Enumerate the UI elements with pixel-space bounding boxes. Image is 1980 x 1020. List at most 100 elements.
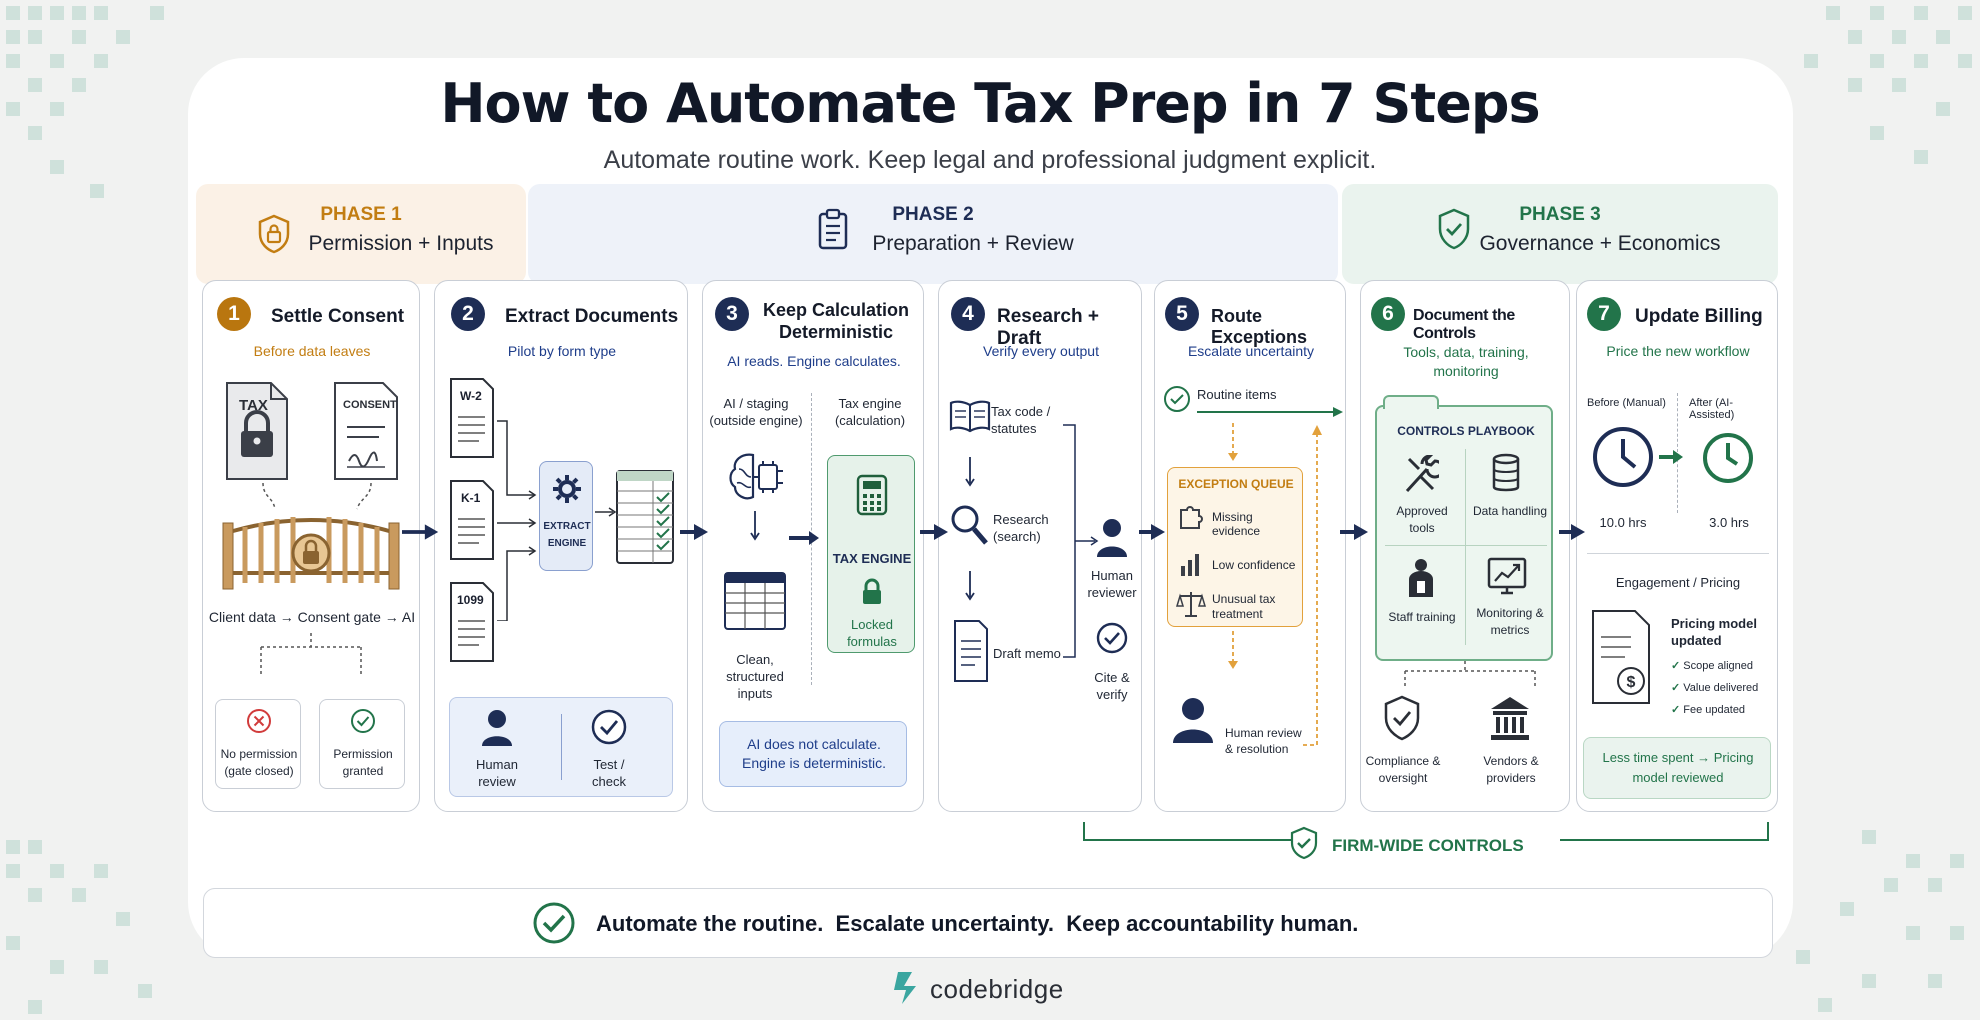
- phase-1-desc: Permission + Inputs: [308, 232, 494, 255]
- fee-updated-label: Fee updated: [1683, 704, 1746, 716]
- playbook-title: CONTROLS PLAYBOOK: [1397, 424, 1535, 438]
- exception-queue-box: EXCEPTION QUEUE Missing evidence Low con…: [1167, 467, 1303, 627]
- form-1099-icon: [450, 582, 494, 662]
- check-item-1: ✓ Scope aligned: [1671, 659, 1753, 672]
- step-3-number: 3: [715, 297, 749, 331]
- brand-name: codebridge: [930, 974, 1064, 1004]
- permission-granted-label: Permission granted: [333, 747, 393, 778]
- arrow-6-7: [1559, 524, 1585, 540]
- phase-2-header: PHASE 2 Preparation + Review: [528, 184, 1338, 284]
- extract-engine-box: EXTRACT ENGINE: [539, 461, 593, 571]
- human-reviewer-label: Human reviewer: [1087, 568, 1137, 600]
- clock-before-icon: [1593, 427, 1653, 487]
- step-7-title: Update Billing: [1635, 306, 1763, 327]
- person-icon: [1173, 698, 1213, 743]
- phase-1-header: PHASE 1 Permission + Inputs: [196, 184, 526, 284]
- grid-h-divider: [1385, 545, 1547, 546]
- to-reviewer-arrow: [1075, 536, 1099, 546]
- pricing-model-label: Pricing model updated: [1671, 616, 1757, 648]
- firm-wide-controls-label: FIRM-WIDE CONTROLS: [1332, 836, 1524, 855]
- form-k1-icon: [450, 480, 494, 560]
- x-circle-icon: [247, 709, 271, 733]
- draft-memo-label: Draft memo: [993, 646, 1061, 661]
- step-5-number: 5: [1165, 297, 1199, 331]
- before-value: 10.0 hrs: [1599, 515, 1647, 530]
- step-2-card: 2 Extract Documents Pilot by form type W…: [434, 280, 688, 812]
- footer-banner: Automate the routine. Escalate uncertain…: [203, 888, 1773, 958]
- svg-text:$: $: [1627, 674, 1636, 691]
- human-review-label: Human review: [476, 757, 518, 789]
- tax-doc-label: TAX: [239, 397, 268, 414]
- lock-icon: [863, 578, 881, 604]
- section-divider: [1587, 553, 1769, 554]
- before-label: Before (Manual): [1587, 397, 1666, 409]
- vendors-label: Vendors & providers: [1483, 754, 1539, 785]
- research-label: Research (search): [993, 512, 1049, 544]
- form-w2-icon: [450, 378, 494, 458]
- deterministic-note-text: AI does not calculate. Engine is determi…: [742, 736, 886, 771]
- human-review-resolution-label: Human review & resolution: [1225, 726, 1302, 756]
- ai-staging-label: AI / staging (outside engine): [709, 396, 803, 428]
- step-1-card: 1 Settle Consent Before data leaves TAX …: [202, 280, 420, 812]
- check-shield-icon: [1384, 695, 1420, 741]
- phase-2-label: PHASE 2: [892, 204, 974, 225]
- dashed-divider: [1677, 393, 1678, 513]
- step-4-subtitle: Verify every output: [983, 343, 1099, 359]
- no-permission-box: No permission (gate closed): [215, 699, 301, 789]
- tax-engine-box: TAX ENGINE Locked formulas: [827, 455, 915, 653]
- monitoring-icon: [1487, 557, 1527, 595]
- page-title: How to Automate Tax Prep in 7 Steps: [440, 72, 1540, 135]
- step-5-title: Route Exceptions: [1211, 306, 1308, 347]
- engine-to-table-arrow: [595, 507, 617, 517]
- check-circle-icon: [591, 709, 627, 745]
- consent-gate-icon: [222, 517, 400, 590]
- playbook-tab: [1383, 395, 1439, 409]
- clock-after-icon: [1703, 433, 1753, 483]
- checked-table-icon: [616, 470, 674, 564]
- to-engine-arrow: [789, 531, 819, 545]
- step-4-number: 4: [951, 297, 985, 331]
- check-circle-icon: [533, 902, 575, 944]
- step-7-card: 7 Update Billing Price the new workflow …: [1576, 280, 1778, 812]
- checkmark-icon: ✓: [1671, 660, 1684, 672]
- arrow-4-5: [1139, 524, 1165, 540]
- escalate-arrow: [1228, 423, 1238, 461]
- human-review-box: Human review Test / check: [449, 697, 673, 797]
- after-label: After (AI-Assisted): [1689, 397, 1735, 421]
- billing-summary-text: Less time spent → Pricing model reviewed: [1602, 750, 1754, 785]
- step-3-card: 3 Keep Calculation Deterministic AI read…: [702, 280, 924, 812]
- arrow-1-2: [402, 524, 439, 540]
- grid-v-divider: [1465, 449, 1466, 645]
- memo-document-icon: [954, 620, 988, 682]
- branch-lines: [1404, 661, 1536, 689]
- engagement-pricing-label: Engagement / Pricing: [1615, 575, 1741, 590]
- locked-formulas-label: Locked formulas: [847, 617, 897, 649]
- deterministic-note: AI does not calculate. Engine is determi…: [719, 721, 907, 787]
- scope-aligned-label: Scope aligned: [1683, 660, 1754, 672]
- check-shield-icon: [1290, 826, 1318, 860]
- after-value: 3.0 hrs: [1709, 515, 1749, 530]
- phase-2-desc: Preparation + Review: [872, 232, 1074, 255]
- step-4-card: 4 Research + Draft Verify every output T…: [938, 280, 1142, 812]
- clipboard-icon: [818, 208, 848, 250]
- invoice-dollar-icon: $: [1592, 610, 1650, 704]
- right-arrow: [1659, 450, 1683, 464]
- footer-text: Automate the routine. Escalate uncertain…: [596, 911, 1359, 936]
- structured-table-icon: [724, 572, 786, 630]
- bar-chart-icon: [1181, 554, 1199, 576]
- routine-items-label: Routine items: [1197, 387, 1277, 402]
- cite-verify-label: Cite & verify: [1094, 670, 1130, 702]
- step-6-subtitle: Tools, data, training, monitoring: [1403, 344, 1529, 379]
- value-delivered-label: Value delivered: [1683, 682, 1759, 694]
- tax-document-icon: [226, 382, 288, 480]
- consent-flow-text: Client data → Consent gate → AI: [208, 609, 416, 625]
- structured-inputs-label: Clean, structured inputs: [726, 652, 784, 701]
- form-k1-label: K-1: [461, 491, 481, 505]
- codebridge-logo-icon: [894, 972, 916, 1004]
- form-w2-label: W-2: [460, 389, 482, 403]
- step-1-title: Settle Consent: [271, 306, 405, 327]
- check-circle-icon: [1096, 622, 1128, 654]
- monitoring-metrics-label: Monitoring & metrics: [1476, 606, 1544, 637]
- staff-training-icon: [1409, 559, 1433, 597]
- down-arrow: [965, 571, 975, 601]
